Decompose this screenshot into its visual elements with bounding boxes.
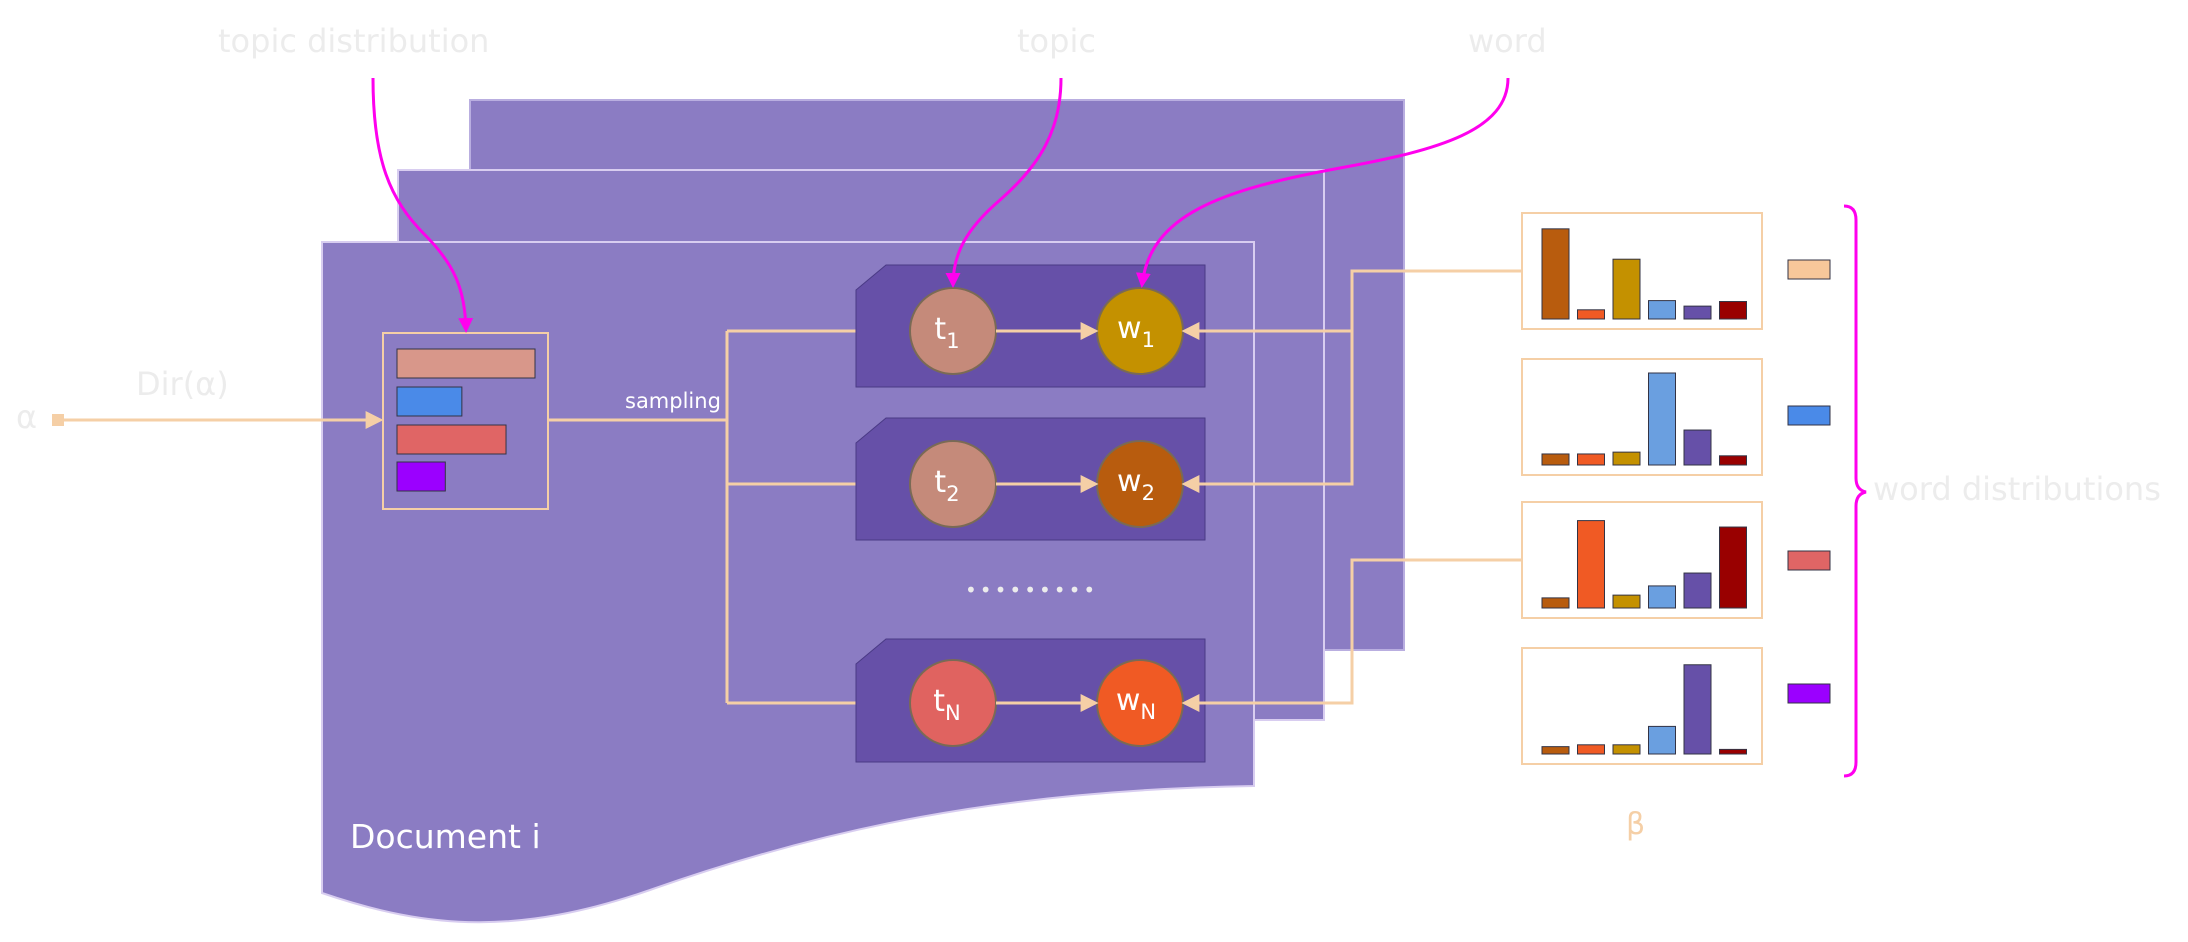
word-distribution-connectors: [1181, 269, 1522, 712]
alpha-label: α: [16, 398, 37, 436]
topic-swatches: [1787, 259, 1831, 704]
word-distribution-4-bar-3: [1612, 744, 1641, 755]
word-distributions-label: word distributions: [1873, 470, 2161, 508]
word-node-2: w2: [1096, 440, 1184, 528]
topic-label: topic: [1017, 22, 1096, 60]
word-distribution-2-bar-3: [1612, 451, 1641, 466]
word-distribution-box-2: [1521, 358, 1763, 476]
word-distribution-1-bar-6: [1719, 301, 1747, 320]
topic-distribution-box: [382, 332, 549, 510]
topic-swatch-4: [1787, 683, 1831, 704]
topic-distribution-label: topic distribution: [218, 22, 489, 60]
word-distribution-box-1: [1521, 212, 1763, 330]
word-distribution-1-bar-3: [1612, 258, 1641, 320]
document-label: Document i: [350, 817, 541, 856]
word-node-n: wN: [1096, 659, 1184, 747]
topic-node-2-label: t: [934, 465, 946, 500]
topic-node-2: t2: [909, 440, 997, 528]
topic-node-2-sub: 2: [946, 482, 959, 506]
word-distribution-2-bar-5: [1683, 429, 1712, 466]
topic-bar-3: [396, 424, 507, 455]
alpha-node: [52, 414, 64, 426]
topic-bar-2: [396, 386, 463, 417]
word-distribution-4-bar-4: [1648, 725, 1676, 755]
dirichlet-label: Dir(α): [136, 365, 229, 403]
topic-distribution-bars: [396, 348, 536, 492]
svg-text:wN: wN: [1116, 683, 1156, 724]
topic-node-1: t1: [909, 287, 997, 375]
word-distribution-3-bar-4: [1648, 585, 1676, 609]
word-node-2-label: w: [1117, 464, 1142, 499]
topic-node-n: tN: [909, 659, 997, 747]
word-node-n-label: w: [1116, 683, 1141, 718]
word-distribution-3-bar-5: [1683, 572, 1712, 609]
word-distribution-2-bar-1: [1541, 453, 1570, 466]
svg-text:t1: t1: [934, 312, 959, 353]
word-node-1-sub: 1: [1142, 328, 1155, 352]
topic-node-n-label: t: [933, 684, 945, 719]
word-label: word: [1468, 22, 1547, 60]
sampling-label: sampling: [625, 389, 721, 413]
word-distribution-3-bar-2: [1577, 520, 1605, 609]
topic-node-n-sub: N: [945, 701, 961, 725]
topic-swatch-1: [1787, 259, 1831, 280]
word-distribution-2-bar-2: [1577, 453, 1605, 466]
word-distribution-2-bar-4: [1648, 372, 1676, 466]
word-distribution-charts: [1521, 212, 1763, 765]
svg-text:w1: w1: [1117, 311, 1155, 352]
word-distribution-box-4: [1521, 647, 1763, 765]
svg-text:w2: w2: [1117, 464, 1155, 505]
beta-label: β: [1626, 807, 1645, 842]
word-distribution-4-bar-5: [1683, 664, 1712, 755]
topic-node-1-label: t: [934, 312, 946, 347]
word-distribution-3-bar-6: [1719, 526, 1747, 609]
word-pointer: [1135, 77, 1510, 288]
word-distribution-1-bar-1: [1541, 228, 1570, 320]
word-node-1: w1: [1096, 287, 1184, 375]
word-distribution-1-bar-5: [1683, 305, 1712, 320]
word-distribution-4-bar-6: [1719, 748, 1747, 755]
svg-text:t2: t2: [934, 465, 959, 506]
word-distribution-3-bar-3: [1612, 594, 1641, 609]
word-distribution-2-bar-6: [1719, 455, 1747, 466]
topic-node-1-sub: 1: [946, 329, 959, 353]
word-distributions-brace: [1843, 204, 1867, 778]
svg-text:tN: tN: [933, 684, 960, 725]
word-distribution-4-bar-2: [1577, 744, 1605, 755]
ellipsis: •••••••••: [965, 578, 1098, 602]
word-distribution-1-bar-4: [1648, 300, 1676, 320]
topic-swatch-3: [1787, 550, 1831, 571]
topic-swatch-2: [1787, 405, 1831, 426]
topic-distribution-pointer: [371, 77, 474, 333]
word-distribution-4-bar-1: [1541, 746, 1570, 755]
word-node-n-sub: N: [1140, 700, 1156, 724]
word-distribution-box-3: [1521, 501, 1763, 619]
topic-pointer: [945, 77, 1063, 288]
topic-bar-4: [396, 461, 446, 492]
word-distribution-3-bar-1: [1541, 597, 1570, 609]
topic-bar-1: [396, 348, 536, 379]
word-distribution-1-bar-2: [1577, 309, 1605, 320]
word-node-2-sub: 2: [1142, 481, 1155, 505]
word-node-1-label: w: [1117, 311, 1142, 346]
